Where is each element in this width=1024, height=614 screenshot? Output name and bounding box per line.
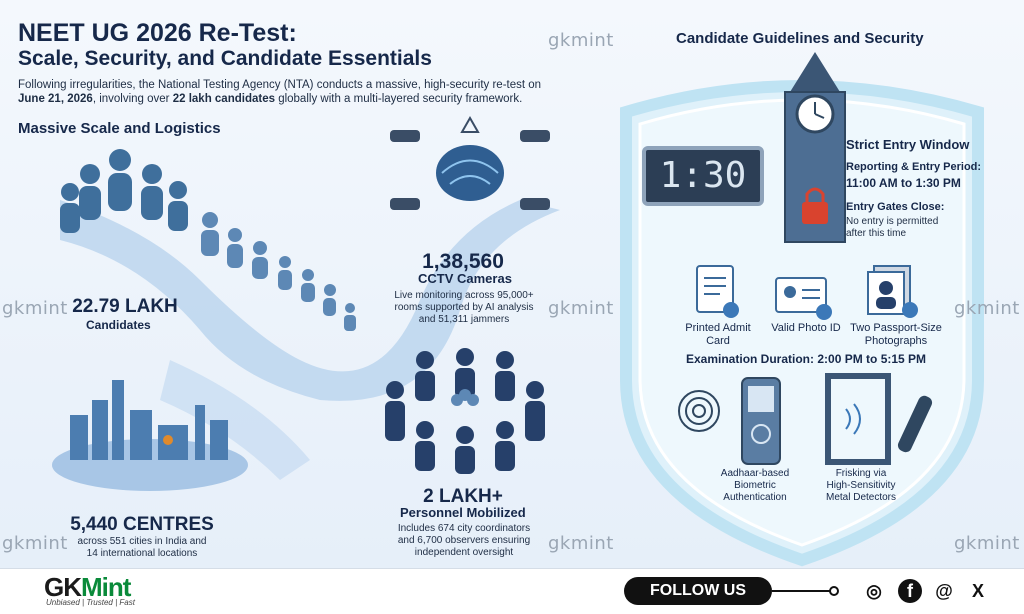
- fingerprint-icon: [678, 390, 720, 432]
- centres-desc: across 551 cities in India and 14 intern…: [77, 536, 207, 559]
- watermark: gkmint: [548, 533, 614, 554]
- clock-tower-icon: [784, 52, 846, 243]
- personnel-label: Personnel Mobilized: [400, 505, 526, 520]
- reporting-time: 11:00 AM to 1:30 PM: [846, 176, 961, 190]
- photo-id-icon: [775, 277, 832, 320]
- digital-clock: 1:30: [642, 146, 764, 206]
- crowd-illustration: [60, 149, 356, 331]
- doc-label-photo-id: Valid Photo ID: [771, 322, 841, 334]
- personnel-desc: Includes 674 city coordinators and 6,700…: [397, 523, 531, 558]
- gates-desc: No entry is permitted after this time: [846, 216, 939, 239]
- candidates-value: 22.79 LAKH: [72, 296, 178, 317]
- biometric-kiosk-icon: [741, 377, 781, 465]
- cctv-value: 1,38,560: [422, 250, 504, 273]
- cctv-illustration: [390, 115, 550, 210]
- watermark: gkmint: [954, 298, 1020, 319]
- personnel-value: 2 LAKH+: [423, 486, 503, 507]
- metal-detector-icon: [825, 373, 933, 465]
- x-icon[interactable]: X: [971, 581, 984, 601]
- infographic-canvas: 1:30 NEET UG 2026 Re-Test:: [0, 0, 1024, 568]
- watermark: gkmint: [2, 298, 68, 319]
- page-subtitle: Scale, Security, and Candidate Essential…: [18, 47, 432, 70]
- candidates-label: Candidates: [86, 318, 151, 332]
- section-title-guidelines: Candidate Guidelines and Security: [676, 30, 924, 47]
- biometric-label: Aadhaar-based Biometric Authentication: [720, 468, 790, 503]
- passport-photo-icon: [867, 265, 918, 318]
- watermark: gkmint: [954, 533, 1020, 554]
- doc-label-photographs: Two Passport-Size Photographs: [850, 322, 942, 347]
- follow-line: [772, 586, 839, 596]
- cctv-desc: Live monitoring across 95,000+ rooms sup…: [394, 290, 534, 325]
- exam-duration: Examination Duration: 2:00 PM to 5:15 PM: [686, 352, 927, 366]
- page-title: NEET UG 2026 Re-Test:: [18, 19, 297, 47]
- follow-us-button[interactable]: FOLLOW US: [624, 577, 772, 605]
- facebook-icon[interactable]: f: [898, 579, 922, 603]
- intro-paragraph: Following irregularities, the National T…: [18, 79, 542, 105]
- city-illustration: [52, 380, 248, 491]
- admit-card-icon: [696, 265, 739, 318]
- logo-tagline: Unbiased | Trusted | Fast: [46, 598, 135, 607]
- reporting-label: Reporting & Entry Period:: [846, 161, 982, 173]
- watermark: gkmint: [548, 30, 614, 51]
- doc-label-admit-card: Printed Admit Card: [685, 322, 751, 347]
- footer-bar: [0, 568, 1024, 614]
- threads-icon[interactable]: @: [935, 581, 953, 601]
- cctv-label: CCTV Cameras: [418, 271, 512, 286]
- flow-road: [60, 200, 560, 480]
- gates-label: Entry Gates Close:: [846, 201, 945, 213]
- watermark: gkmint: [2, 533, 68, 554]
- gkmint-logo[interactable]: GKMint: [44, 572, 131, 602]
- watermark: gkmint: [548, 298, 614, 319]
- instagram-icon[interactable]: ◎: [866, 581, 882, 601]
- centres-value: 5,440 CENTRES: [70, 514, 214, 535]
- frisking-label: Frisking via High-Sensitivity Metal Dete…: [825, 468, 897, 503]
- section-title-scale: Massive Scale and Logistics: [18, 120, 221, 137]
- personnel-illustration: [385, 348, 545, 474]
- entry-window-title: Strict Entry Window: [846, 137, 970, 152]
- clock-display: 1:30: [659, 155, 747, 196]
